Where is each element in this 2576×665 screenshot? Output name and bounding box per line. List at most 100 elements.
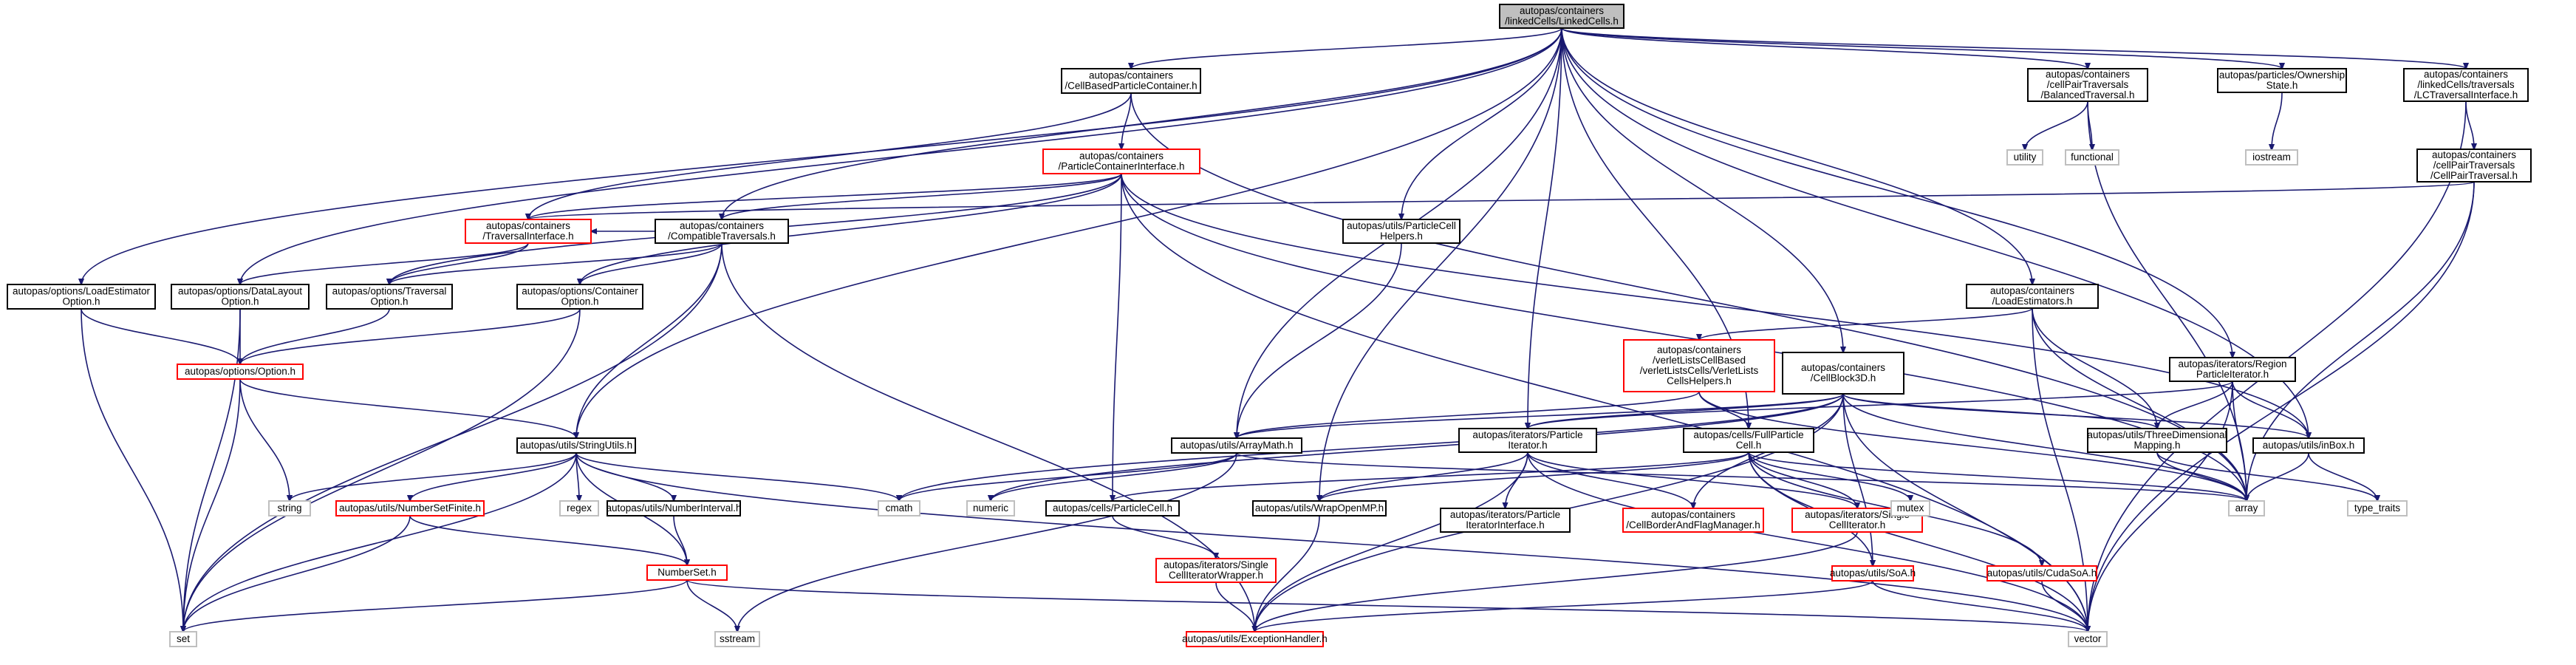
node-box-le [1966,284,2099,309]
node-label-tdm-line-1: Mapping.h [2133,440,2180,451]
node-soa[interactable]: autopas/utils/SoA.h [1830,565,1916,582]
node-box-os [2217,68,2347,93]
node-box-fpc [1683,428,1814,453]
node-box-cbfm [1622,508,1764,533]
node-inbox[interactable]: autopas/utils/inBox.h [2252,437,2365,454]
edge-bt-to-array [2087,100,2247,501]
node-box-iostream [2245,149,2298,166]
node-array: array [2228,500,2265,516]
node-label-pch-line-1: Helpers.h [1380,231,1423,242]
node-regex: regex [559,500,599,516]
nodes-layer: autopas/containers/linkedCells/LinkedCel… [7,4,2532,647]
edge-rpi-to-pit [1528,381,2233,429]
edge-os-to-iostream [2272,92,2283,150]
node-ti[interactable]: autopas/containers/TraversalInterface.h [465,219,592,244]
node-label-dl-line-0: autopas/options/DataLayout [178,286,302,297]
edge-root-to-cbpc [1131,27,1562,69]
node-cbfm[interactable]: autopas/containers/CellBorderAndFlagMana… [1622,508,1764,533]
node-box-numeric [966,500,1015,516]
node-cbpc[interactable]: autopas/containers/CellBasedParticleCont… [1061,68,1201,94]
node-eh[interactable]: autopas/utils/ExceptionHandler.h [1182,631,1328,647]
edge-ct-to-su [576,242,722,438]
node-label-sci-line-1: CellIterator.h [1829,519,1886,531]
node-label-cmath-line-0: cmath [886,502,913,514]
node-box-set [169,631,197,647]
node-type_traits: type_traits [2347,500,2408,516]
node-ns[interactable]: NumberSet.h [646,565,728,581]
edge-root-to-lcti [1561,27,2466,69]
node-label-tdm-line-0: autopas/utils/ThreeDimensional [2087,429,2227,440]
edge-tdm-to-type_traits [2156,451,2377,501]
node-ni[interactable]: autopas/utils/NumberInterval.h [606,500,742,516]
node-mutex: mutex [1890,500,1930,516]
node-piti[interactable]: autopas/iterators/ParticleIteratorInterf… [1440,508,1571,533]
edge-opt-to-su [239,378,576,438]
node-label-piti-line-1: IteratorInterface.h [1466,519,1545,531]
node-ct[interactable]: autopas/containers/CompatibleTraversals.… [655,219,789,244]
edge-ns-to-sstream [686,579,737,632]
edge-su-to-cmath [575,452,899,501]
node-label-sstream-line-0: sstream [720,633,755,644]
node-label-inbox-line-0: autopas/utils/inBox.h [2263,440,2355,451]
node-box-womp [1252,500,1387,516]
edge-root-to-bt [1561,27,2088,69]
edge-am-to-sstream [737,452,1237,632]
node-label-lcti-line-1: /linkedCells/traversals [2417,79,2515,90]
node-label-iostream-line-0: iostream [2252,151,2291,163]
edge-ns-to-vector [686,579,2088,632]
node-label-pit-line-1: Iterator.h [1508,440,1547,451]
node-label-utility-line-0: utility [2014,151,2037,163]
node-su[interactable]: autopas/utils/StringUtils.h [516,437,636,454]
edge-root-to-pch [1401,27,1562,219]
node-lcti[interactable]: autopas/containers/linkedCells/traversal… [2403,68,2529,102]
node-box-sciw [1155,558,1277,583]
edge-am-to-array [1236,452,2247,501]
node-label-trav-line-1: Option.h [370,296,408,307]
edge-sci-to-eh [1255,531,1858,632]
node-label-ns-line-0: NumberSet.h [657,567,717,578]
node-pc[interactable]: autopas/cells/ParticleCell.h [1045,500,1180,516]
node-label-cb3d-line-0: autopas/containers [1801,362,1885,373]
node-opt[interactable]: autopas/options/Option.h [177,364,304,380]
node-am[interactable]: autopas/utils/ArrayMath.h [1171,437,1302,454]
node-le[interactable]: autopas/containers/LoadEstimators.h [1966,284,2099,309]
node-vlh[interactable]: autopas/containers/verletListsCellBased/… [1623,339,1775,392]
node-label-bt-line-2: /BalancedTraversal.h [2040,89,2134,100]
node-sciw[interactable]: autopas/iterators/SingleCellIteratorWrap… [1155,558,1277,583]
node-box-trav [326,284,453,310]
edge-ti-to-dl [240,242,529,284]
node-label-opt-line-0: autopas/options/Option.h [185,366,295,377]
node-pit[interactable]: autopas/iterators/ParticleIterator.h [1458,428,1597,453]
node-cb3d[interactable]: autopas/containers/CellBlock3D.h [1782,352,1904,395]
node-label-lest-line-1: Option.h [62,296,100,307]
edge-dl-to-set [183,308,241,632]
edge-fpc-to-womp [1319,451,1749,501]
node-nsf[interactable]: autopas/utils/NumberSetFinite.h [335,500,485,516]
edge-pci-to-ct [722,173,1122,219]
node-label-type_traits-line-0: type_traits [2354,502,2401,514]
edge-womp-to-eh [1255,515,1320,632]
edge-ct-to-cont [580,242,722,284]
node-box-nsf [335,500,485,516]
node-rpi[interactable]: autopas/iterators/RegionParticleIterator… [2169,357,2296,382]
node-cpt[interactable]: autopas/containers/cellPairTraversals/Ce… [2416,149,2532,183]
node-womp[interactable]: autopas/utils/WrapOpenMP.h [1252,500,1387,516]
edge-root-to-lest [81,27,1562,284]
node-box-inbox [2252,437,2365,454]
node-cudasoa[interactable]: autopas/utils/CudaSoA.h [1986,565,2097,582]
node-label-pch-line-0: autopas/utils/ParticleCell [1347,220,1456,231]
node-bt[interactable]: autopas/containers/cellPairTraversals/Ba… [2027,68,2148,102]
node-box-piti [1440,508,1571,533]
node-root[interactable]: autopas/containers/linkedCells/LinkedCel… [1499,4,1624,29]
node-vector: vector [2068,631,2108,647]
node-pci[interactable]: autopas/containers/ParticleContainerInte… [1042,149,1200,174]
